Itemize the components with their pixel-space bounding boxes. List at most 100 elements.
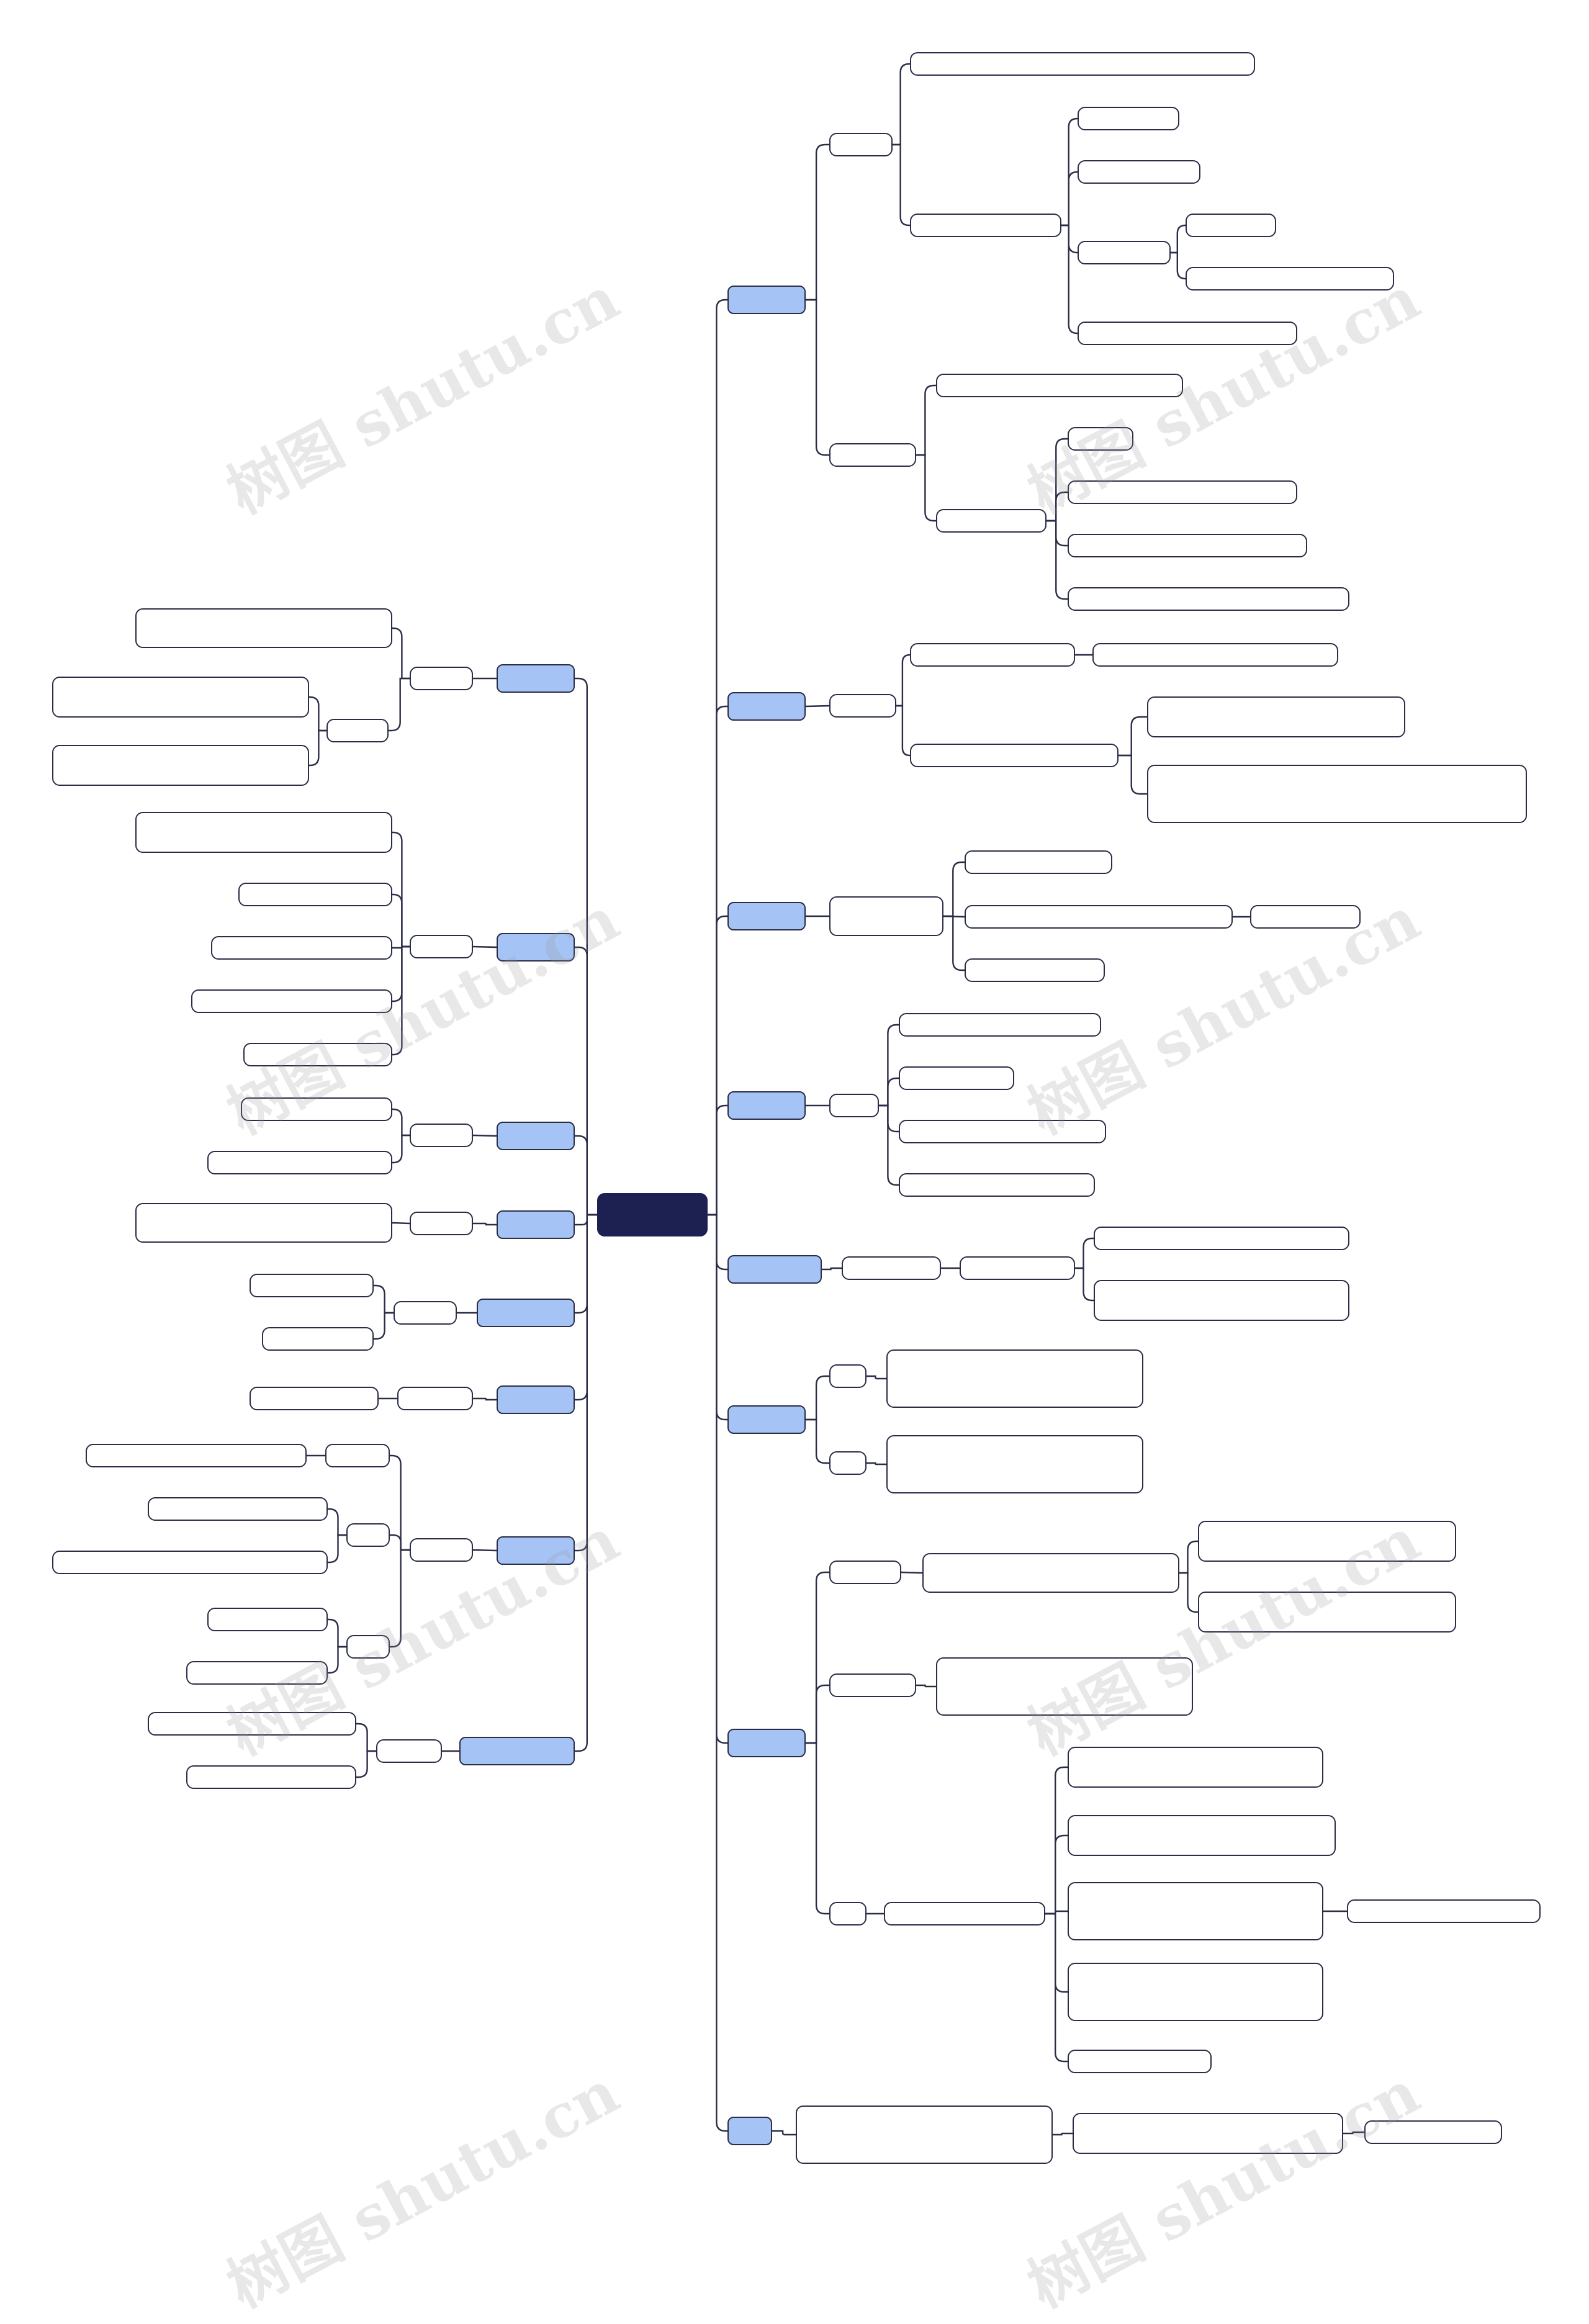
topic-r2a1[interactable] <box>910 643 1075 667</box>
topic-l4a1[interactable] <box>135 1203 392 1243</box>
topic-r3a1[interactable] <box>965 850 1112 874</box>
topic-r7c1c[interactable] <box>1068 1882 1323 1940</box>
topic-r1a2[interactable] <box>910 214 1061 237</box>
topic-r4a4[interactable] <box>899 1173 1095 1197</box>
topic-r1b1[interactable] <box>936 374 1183 397</box>
topic-l7a3a[interactable] <box>207 1608 328 1631</box>
branch-topic-l3[interactable] <box>497 1122 575 1150</box>
branch-topic-r8[interactable] <box>727 2117 772 2145</box>
topic-l8a1[interactable] <box>148 1712 356 1736</box>
topic-l7a2[interactable] <box>346 1523 390 1547</box>
topic-r7c1d[interactable] <box>1068 1963 1323 2021</box>
topic-r4a[interactable] <box>829 1094 879 1117</box>
topic-l1a1[interactable] <box>135 608 392 648</box>
topic-r1a1[interactable] <box>910 52 1255 76</box>
topic-r5a1b[interactable] <box>1094 1280 1349 1321</box>
topic-r7b1[interactable] <box>936 1657 1193 1716</box>
topic-l1a2b[interactable] <box>52 745 309 786</box>
topic-r1b2[interactable] <box>936 509 1047 533</box>
topic-l8a2[interactable] <box>186 1765 356 1789</box>
topic-r7a1[interactable] <box>922 1553 1179 1593</box>
topic-r1a2b[interactable] <box>1078 160 1200 184</box>
topic-r2a2b[interactable] <box>1147 765 1527 823</box>
topic-l5a1[interactable] <box>250 1274 374 1297</box>
topic-r8a1a[interactable] <box>1364 2120 1502 2144</box>
topic-r5a[interactable] <box>842 1256 941 1280</box>
topic-r3a3[interactable] <box>965 958 1105 982</box>
topic-r5a1[interactable] <box>960 1256 1075 1280</box>
branch-topic-l8[interactable] <box>459 1737 575 1765</box>
topic-r1a2c[interactable] <box>1078 241 1171 264</box>
topic-r3a2a[interactable] <box>1250 905 1361 929</box>
topic-r1a[interactable] <box>829 133 893 156</box>
branch-topic-r7[interactable] <box>727 1729 806 1757</box>
topic-r7a[interactable] <box>829 1561 901 1584</box>
branch-topic-l1[interactable] <box>497 664 575 693</box>
topic-l1a2a[interactable] <box>52 677 309 718</box>
topic-l7a2b[interactable] <box>52 1551 328 1574</box>
topic-r1b2d[interactable] <box>1068 587 1349 611</box>
topic-r6a[interactable] <box>829 1364 867 1388</box>
topic-l7a3b[interactable] <box>186 1661 328 1685</box>
topic-r7a1b[interactable] <box>1198 1592 1456 1633</box>
topic-r1b2b[interactable] <box>1068 480 1297 504</box>
topic-l8a[interactable] <box>376 1739 442 1763</box>
topic-l3a2[interactable] <box>207 1151 392 1174</box>
topic-r1b2c[interactable] <box>1068 534 1307 557</box>
branch-topic-r3[interactable] <box>727 902 806 930</box>
topic-r7c[interactable] <box>829 1902 867 1925</box>
topic-r7c1c1[interactable] <box>1347 1899 1541 1923</box>
topic-r6a1[interactable] <box>886 1349 1143 1408</box>
topic-l7a1[interactable] <box>325 1444 390 1467</box>
topic-r3a2[interactable] <box>965 905 1233 929</box>
topic-r1a2c1[interactable] <box>1186 214 1276 237</box>
topic-r2a2a[interactable] <box>1147 696 1405 737</box>
topic-r7c1[interactable] <box>884 1902 1045 1925</box>
branch-topic-r4[interactable] <box>727 1091 806 1120</box>
topic-l1a[interactable] <box>410 667 473 690</box>
branch-topic-l4[interactable] <box>497 1210 575 1239</box>
topic-l1a2[interactable] <box>326 719 389 742</box>
topic-l2a4[interactable] <box>191 989 392 1013</box>
topic-l5a[interactable] <box>394 1301 457 1325</box>
topic-l7a2a[interactable] <box>148 1497 328 1521</box>
topic-r4a2[interactable] <box>899 1066 1014 1090</box>
topic-r4a1[interactable] <box>899 1013 1101 1037</box>
topic-l2a5[interactable] <box>243 1043 392 1066</box>
topic-l3a[interactable] <box>410 1124 473 1147</box>
topic-r1a2d[interactable] <box>1078 322 1297 345</box>
topic-r7c1a[interactable] <box>1068 1747 1323 1788</box>
topic-r7a1a[interactable] <box>1198 1521 1456 1562</box>
topic-r5a1a[interactable] <box>1094 1227 1349 1250</box>
topic-r3a[interactable] <box>829 896 943 936</box>
topic-r8a1[interactable] <box>1073 2113 1343 2154</box>
topic-r1b2a[interactable] <box>1068 427 1133 451</box>
topic-r1b[interactable] <box>829 443 916 467</box>
topic-r6b1[interactable] <box>886 1435 1143 1493</box>
topic-l3a1[interactable] <box>241 1097 392 1121</box>
topic-l7a3[interactable] <box>346 1635 390 1659</box>
topic-l6a1[interactable] <box>250 1387 379 1410</box>
branch-topic-l2[interactable] <box>497 933 575 962</box>
topic-r4a3[interactable] <box>899 1120 1106 1143</box>
topic-r8a[interactable] <box>796 2106 1053 2164</box>
topic-l4a[interactable] <box>410 1212 473 1235</box>
topic-r7b[interactable] <box>829 1673 916 1697</box>
topic-r2a[interactable] <box>829 694 896 718</box>
topic-l2a[interactable] <box>410 935 473 958</box>
branch-topic-r1[interactable] <box>727 286 806 314</box>
topic-l6a[interactable] <box>397 1387 473 1410</box>
topic-r6b[interactable] <box>829 1451 867 1475</box>
branch-topic-r6[interactable] <box>727 1405 806 1434</box>
root-topic[interactable] <box>597 1193 708 1236</box>
branch-topic-r5[interactable] <box>727 1255 822 1284</box>
topic-l2a1[interactable] <box>135 812 392 853</box>
topic-r1a2c2[interactable] <box>1186 267 1394 290</box>
topic-r2a1a[interactable] <box>1092 643 1338 667</box>
topic-l2a3[interactable] <box>211 936 392 960</box>
topic-l2a2[interactable] <box>238 883 392 906</box>
branch-topic-r2[interactable] <box>727 692 806 721</box>
topic-r7c1e[interactable] <box>1068 2050 1212 2073</box>
topic-l7a[interactable] <box>410 1538 473 1562</box>
topic-r2a2[interactable] <box>910 744 1119 767</box>
